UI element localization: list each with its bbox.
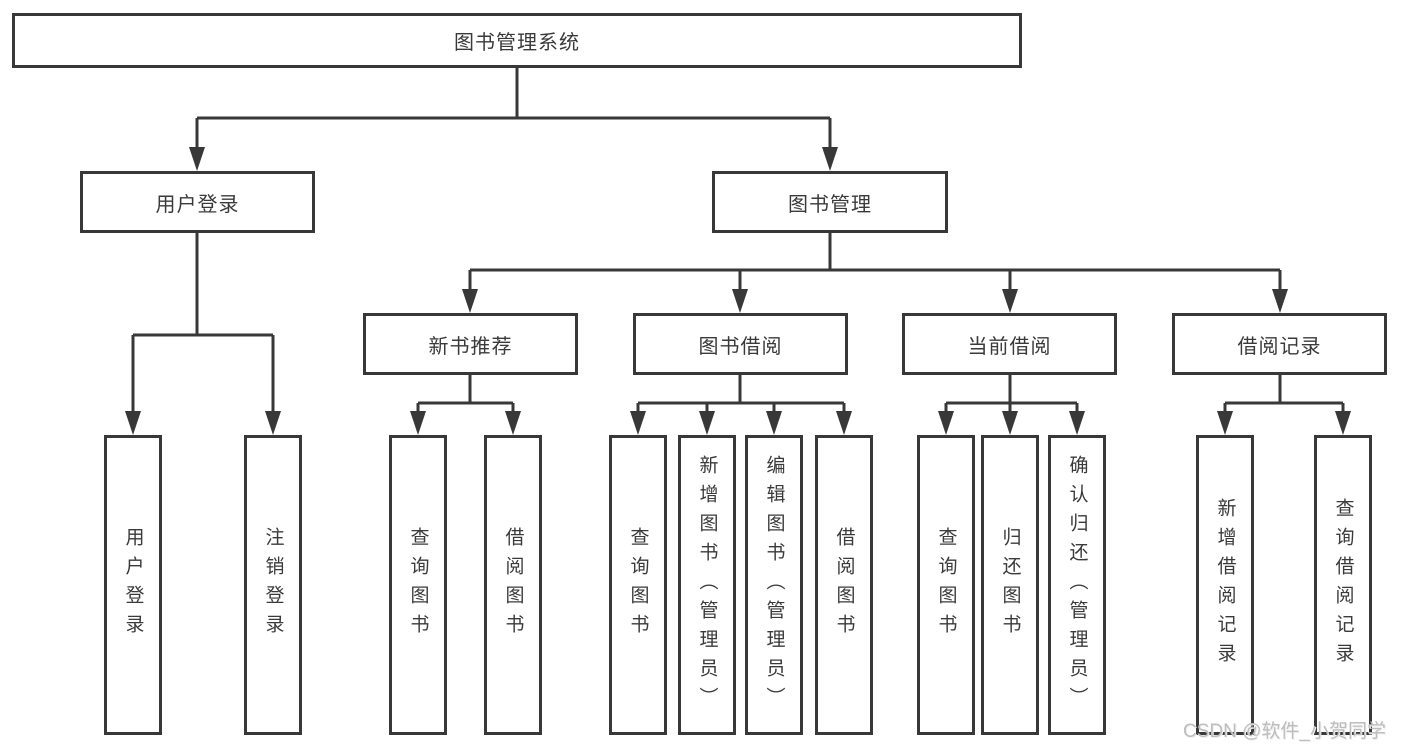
leaf-label: 借阅图书 bbox=[502, 527, 524, 643]
leaf-label: 注销登录 bbox=[262, 527, 284, 643]
node-label: 借阅记录 bbox=[1237, 335, 1322, 358]
node-label: 图书管理 bbox=[788, 193, 872, 216]
leaf-label: 查询图书 bbox=[407, 527, 429, 643]
node-library-management-system: 图书管理系统 bbox=[12, 13, 1022, 68]
leaf-records-add-record: 新增借阅记录 bbox=[1196, 435, 1254, 735]
node-book-borrowing: 图书借阅 bbox=[633, 313, 848, 375]
leaf-label: 用户登录 bbox=[122, 527, 144, 643]
leaf-label: 查询图书 bbox=[627, 527, 649, 643]
leaf-current-return-books: 归还图书 bbox=[981, 435, 1039, 735]
node-label: 图书管理系统 bbox=[454, 32, 580, 54]
leaf-current-confirm-return-admin: 确认归还（管理员） bbox=[1048, 435, 1106, 735]
leaf-records-query-record: 查询借阅记录 bbox=[1314, 435, 1372, 735]
node-book-management: 图书管理 bbox=[712, 171, 948, 233]
leaf-label: 新增图书（管理员） bbox=[696, 454, 718, 716]
node-borrowing-records: 借阅记录 bbox=[1172, 313, 1387, 375]
leaf-borrowing-edit-books-admin: 编辑图书（管理员） bbox=[745, 435, 803, 735]
node-new-book-recommend: 新书推荐 bbox=[363, 313, 578, 375]
leaf-borrowing-query-books: 查询图书 bbox=[609, 435, 667, 735]
leaf-label: 借阅图书 bbox=[833, 527, 855, 643]
leaf-label: 查询借阅记录 bbox=[1332, 498, 1354, 672]
leaf-label: 新增借阅记录 bbox=[1214, 498, 1236, 672]
leaf-label: 确认归还（管理员） bbox=[1066, 454, 1088, 716]
leaf-borrowing-borrow-books: 借阅图书 bbox=[815, 435, 873, 735]
node-label: 用户登录 bbox=[155, 193, 240, 216]
leaf-logout: 注销登录 bbox=[244, 435, 302, 735]
leaf-label: 归还图书 bbox=[999, 527, 1021, 643]
node-label: 图书借阅 bbox=[698, 335, 783, 358]
node-label: 当前借阅 bbox=[967, 335, 1052, 358]
leaf-label: 查询图书 bbox=[935, 527, 957, 643]
node-user-login: 用户登录 bbox=[80, 171, 315, 233]
leaf-user-login: 用户登录 bbox=[104, 435, 162, 735]
leaf-recommend-query-books: 查询图书 bbox=[389, 435, 447, 735]
leaf-recommend-borrow-books: 借阅图书 bbox=[484, 435, 542, 735]
leaf-current-query-books: 查询图书 bbox=[917, 435, 975, 735]
leaf-label: 编辑图书（管理员） bbox=[763, 454, 785, 716]
leaf-borrowing-add-books-admin: 新增图书（管理员） bbox=[678, 435, 736, 735]
node-label: 新书推荐 bbox=[428, 335, 513, 358]
node-current-borrowing: 当前借阅 bbox=[902, 313, 1117, 375]
arrowheads bbox=[125, 147, 1351, 435]
